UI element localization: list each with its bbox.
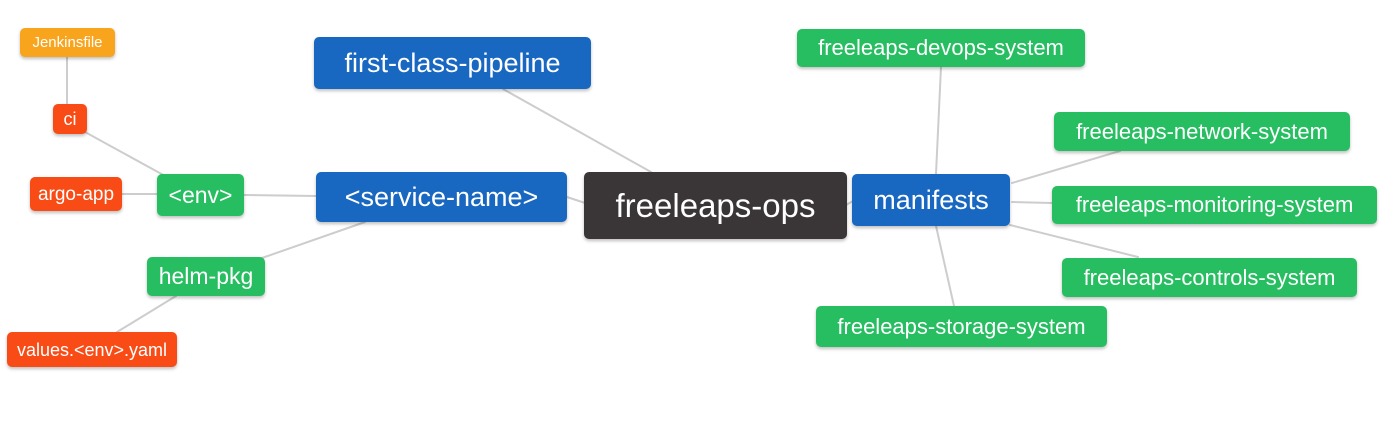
node-helm-pkg[interactable]: helm-pkg [147, 257, 265, 296]
node-label: manifests [873, 184, 989, 215]
node-freeleaps-ops[interactable]: freeleaps-ops [584, 172, 847, 239]
node-label: freeleaps-monitoring-system [1075, 192, 1354, 217]
edge-env-service-name [243, 194, 317, 197]
edge-service-name-freeleaps-ops [566, 196, 586, 204]
node-values-env-yaml[interactable]: values.<env>.yaml [7, 332, 177, 367]
edge-helm-pkg-values-env-yaml [116, 295, 177, 333]
node-label: freeleaps-network-system [1076, 118, 1328, 144]
node-freeleaps-devops-system[interactable]: freeleaps-devops-system [797, 29, 1085, 67]
node-argo-app[interactable]: argo-app [30, 177, 122, 211]
edge-ci-env [84, 131, 168, 178]
node-label: freeleaps-controls-system [1083, 264, 1336, 290]
node-ci[interactable]: ci [53, 104, 87, 134]
node-freeleaps-network-system[interactable]: freeleaps-network-system [1054, 112, 1350, 151]
node-freeleaps-monitoring-system[interactable]: freeleaps-monitoring-system [1052, 186, 1377, 224]
node-label: freeleaps-devops-system [818, 35, 1064, 60]
edge-freeleaps-ops-manifests [845, 200, 854, 206]
node-label: <service-name> [344, 181, 539, 212]
edge-first-class-pipeline-freeleaps-ops [502, 88, 652, 173]
node-label: <env> [168, 181, 233, 208]
node-first-class-pipeline[interactable]: first-class-pipeline [314, 37, 591, 89]
node-jenkinsfile[interactable]: Jenkinsfile [20, 28, 115, 57]
node-label: values.<env>.yaml [16, 339, 168, 360]
node-label: argo-app [37, 183, 115, 205]
node-service-name[interactable]: <service-name> [316, 172, 567, 222]
node-env[interactable]: <env> [157, 174, 244, 216]
node-label: helm-pkg [158, 263, 254, 289]
node-label: first-class-pipeline [344, 47, 561, 78]
node-freeleaps-storage-system[interactable]: freeleaps-storage-system [816, 306, 1107, 347]
edge-manifests-freeleaps-controls-system [1009, 224, 1139, 258]
node-freeleaps-controls-system[interactable]: freeleaps-controls-system [1062, 258, 1357, 297]
edge-service-name-helm-pkg [261, 221, 366, 259]
edge-manifests-freeleaps-network-system [1011, 150, 1121, 184]
edge-manifests-freeleaps-devops-system [935, 66, 942, 175]
node-label: Jenkinsfile [32, 34, 103, 51]
node-label: freeleaps-ops [615, 187, 816, 224]
node-label: ci [63, 109, 77, 129]
edge-manifests-freeleaps-storage-system [935, 225, 955, 307]
node-manifests[interactable]: manifests [852, 174, 1010, 226]
node-label: freeleaps-storage-system [837, 313, 1086, 339]
edge-manifests-freeleaps-monitoring-system [1011, 201, 1053, 204]
